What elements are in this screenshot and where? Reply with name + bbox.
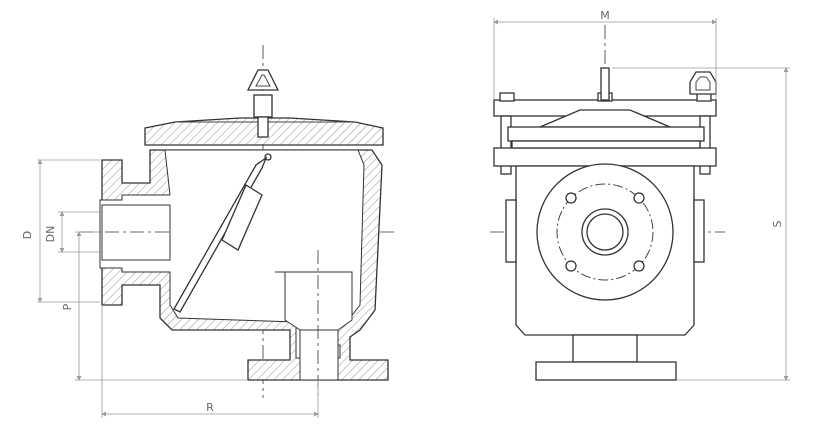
bolt-circle	[556, 183, 654, 281]
section-view: D DN P R	[21, 45, 395, 418]
front-view: M S	[490, 9, 790, 381]
side-lug-left	[505, 199, 517, 263]
dim-label-M: M	[600, 9, 610, 22]
bolt-hole-4	[633, 260, 645, 272]
front-cover-plate	[507, 126, 705, 142]
bolt-hole-2	[633, 192, 645, 204]
dim-label-P: P	[61, 303, 74, 310]
front-eye-bolt-hole	[695, 76, 711, 91]
disc-weight	[221, 184, 263, 251]
outlet-neck	[572, 334, 638, 363]
eye-bolt-stem	[253, 94, 273, 118]
top-nut-left	[499, 92, 515, 102]
dim-label-S: S	[771, 220, 784, 227]
bolt-hole-3	[565, 260, 577, 272]
gasket	[511, 140, 701, 149]
bolt-shank	[257, 116, 269, 138]
eye-bolt-hole	[255, 74, 271, 87]
outlet-bore	[299, 329, 339, 381]
dim-label-DN: DN	[44, 226, 57, 243]
eye-bolt-ring	[246, 69, 280, 91]
bolt-hole-1	[565, 192, 577, 204]
stud-left	[500, 115, 512, 175]
front-eye-bolt	[689, 71, 717, 95]
center-bolt	[600, 67, 610, 101]
inlet-bore	[101, 204, 171, 261]
body-flange	[493, 147, 717, 167]
side-lug-right	[693, 199, 705, 263]
dim-label-D: D	[21, 231, 34, 239]
outlet-flange	[535, 361, 677, 381]
dim-label-R: R	[206, 401, 214, 414]
flange-bore-inner	[586, 213, 624, 251]
